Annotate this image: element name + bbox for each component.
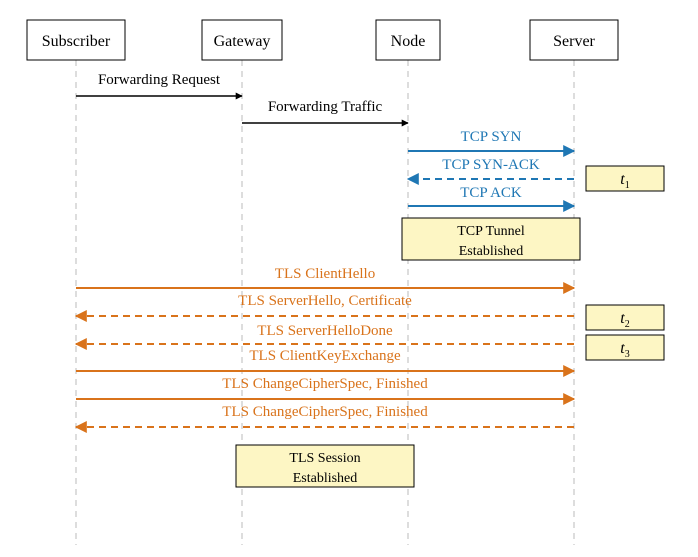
state-line: TLS Session	[289, 451, 360, 466]
timer-subscript: 3	[625, 349, 630, 360]
timer-label: t3	[620, 340, 629, 360]
state-tls-session-established: TLS Session Established	[235, 444, 415, 488]
state-line: Established	[459, 244, 524, 259]
timer-t2: t2	[585, 304, 665, 331]
participant-gateway: Gateway	[201, 19, 283, 61]
message-tcp-ack: TCP ACK	[408, 185, 576, 212]
message-label: TCP SYN	[461, 129, 522, 145]
timer-subscript: 1	[625, 180, 630, 191]
message-label: Forwarding Request	[98, 72, 221, 88]
timer-base: t	[620, 171, 625, 188]
message-label: TCP SYN-ACK	[442, 157, 540, 173]
state-tcp-tunnel-established: TCP Tunnel Established	[401, 217, 581, 261]
message-label: Forwarding Traffic	[268, 99, 383, 115]
message-label: TLS ServerHello, Certificate	[238, 293, 412, 309]
message-label: TLS ClientHello	[275, 266, 375, 282]
participant-gateway-label: Gateway	[214, 33, 271, 50]
message-label: TLS ChangeCipherSpec, Finished	[222, 376, 428, 392]
timer-label: t1	[620, 171, 629, 191]
message-tls-changecipherspec-client: TLS ChangeCipherSpec, Finished	[76, 376, 576, 405]
message-tcp-syn-ack: TCP SYN-ACK	[406, 157, 574, 185]
timer-t3: t3	[585, 334, 665, 361]
message-tls-changecipherspec-server: TLS ChangeCipherSpec, Finished	[74, 404, 574, 433]
message-label: TCP ACK	[460, 185, 522, 201]
state-line: TCP Tunnel	[457, 224, 525, 239]
timer-label: t2	[620, 310, 629, 330]
timer-subscript: 2	[625, 319, 630, 330]
participant-node: Node	[375, 19, 441, 61]
participant-subscriber-label: Subscriber	[42, 33, 111, 50]
message-label: TLS ChangeCipherSpec, Finished	[222, 404, 428, 420]
timer-t1: t1	[585, 165, 665, 192]
message-tcp-syn: TCP SYN	[408, 129, 576, 157]
participant-server-label: Server	[553, 33, 595, 50]
timer-base: t	[620, 310, 625, 327]
message-tls-serverhellodone: TLS ServerHelloDone	[74, 323, 574, 350]
participant-subscriber: Subscriber	[26, 19, 126, 61]
message-tls-serverhello-certificate: TLS ServerHello, Certificate	[74, 293, 574, 322]
message-tls-clientkeyexchange: TLS ClientKeyExchange	[76, 348, 576, 377]
message-forwarding-traffic: Forwarding Traffic	[242, 99, 409, 127]
message-label: TLS ServerHelloDone	[257, 323, 393, 339]
timer-base: t	[620, 340, 625, 357]
participant-node-label: Node	[391, 33, 426, 50]
participant-server: Server	[529, 19, 619, 61]
message-label: TLS ClientKeyExchange	[249, 348, 401, 364]
message-tls-clienthello: TLS ClientHello	[76, 266, 576, 294]
state-line: Established	[293, 471, 358, 486]
message-forwarding-request: Forwarding Request	[76, 72, 243, 100]
